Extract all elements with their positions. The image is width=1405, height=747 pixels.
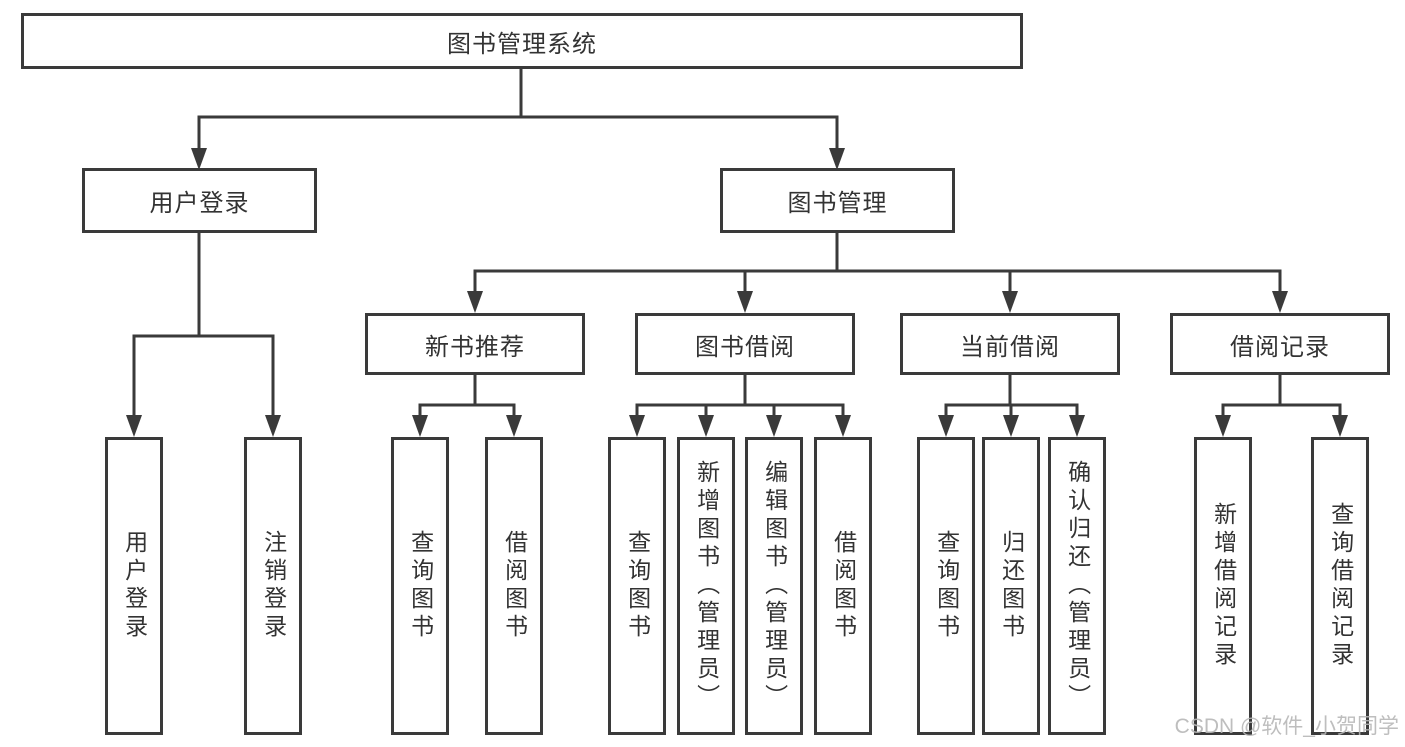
leaf-edit-books-admin: 编辑图书（管理员）: [745, 437, 803, 735]
node-label: 借阅图书: [830, 530, 857, 642]
node-label: 注销登录: [260, 530, 287, 642]
leaf-return-books: 归还图书: [982, 437, 1040, 735]
node-current-borrow: 当前借阅: [900, 313, 1120, 375]
node-library-management-system: 图书管理系统: [21, 13, 1023, 69]
node-label: 当前借阅: [960, 333, 1060, 361]
node-label: 图书管理系统: [447, 30, 597, 58]
node-user-login: 用户登录: [82, 168, 317, 233]
node-label: 查询图书: [624, 530, 651, 642]
arrowheads: [126, 148, 1348, 437]
leaf-borrow-books-2: 借阅图书: [814, 437, 872, 735]
node-new-book-recommend: 新书推荐: [365, 313, 585, 375]
leaf-confirm-return-admin: 确认归还（管理员）: [1048, 437, 1106, 735]
leaf-query-books-2: 查询图书: [608, 437, 666, 735]
leaf-query-books: 查询图书: [391, 437, 449, 735]
node-label: 新增图书（管理员）: [693, 460, 720, 712]
node-label: 查询图书: [933, 530, 960, 642]
node-label: 查询借阅记录: [1327, 502, 1354, 670]
node-label: 借阅图书: [501, 530, 528, 642]
node-label: 查询图书: [407, 530, 434, 642]
leaf-add-borrow-record: 新增借阅记录: [1194, 437, 1252, 735]
node-label: 新书推荐: [425, 333, 525, 361]
node-label: 归还图书: [998, 530, 1025, 642]
node-label: 用户登录: [121, 530, 148, 642]
node-book-management: 图书管理: [720, 168, 955, 233]
leaf-query-books-3: 查询图书: [917, 437, 975, 735]
connector-stems: [132, 67, 1342, 420]
node-label: 确认归还（管理员）: [1064, 460, 1091, 712]
leaf-borrow-books: 借阅图书: [485, 437, 543, 735]
node-label: 新增借阅记录: [1210, 502, 1237, 670]
leaf-logout: 注销登录: [244, 437, 302, 735]
csdn-watermark: CSDN @软件_小贺同学: [1174, 715, 1399, 738]
leaf-query-borrow-record: 查询借阅记录: [1311, 437, 1369, 735]
node-label: 图书管理: [787, 190, 888, 217]
node-label: 用户登录: [149, 190, 250, 217]
node-label: 借阅记录: [1230, 333, 1330, 361]
leaf-add-books-admin: 新增图书（管理员）: [677, 437, 735, 735]
node-book-borrow: 图书借阅: [635, 313, 855, 375]
node-borrow-record: 借阅记录: [1170, 313, 1390, 375]
node-label: 编辑图书（管理员）: [761, 460, 788, 712]
node-label: 图书借阅: [695, 333, 795, 361]
leaf-user-login: 用户登录: [105, 437, 163, 735]
